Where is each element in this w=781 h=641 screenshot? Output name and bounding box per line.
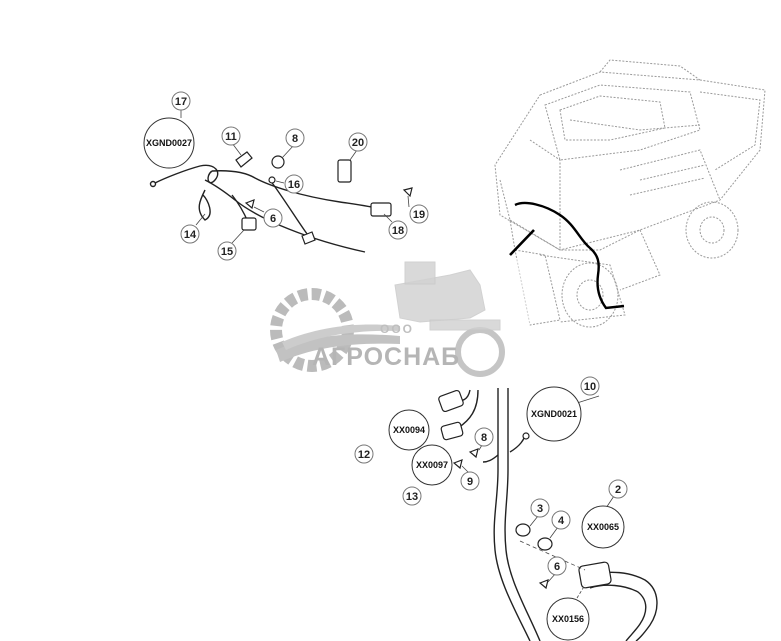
svg-text:XX0065: XX0065 — [587, 522, 619, 532]
svg-text:10: 10 — [584, 381, 596, 393]
svg-text:XX0094: XX0094 — [393, 425, 425, 435]
callout-numbers: 17 11 8 20 16 19 18 14 — [171, 91, 628, 576]
callout-15: 15 — [217, 241, 237, 261]
gear-logo-icon — [270, 288, 400, 372]
connector-xx0156: XX0156 — [546, 597, 590, 641]
svg-text:13: 13 — [406, 491, 418, 503]
svg-text:17: 17 — [175, 96, 187, 108]
callout-11: 11 — [221, 126, 241, 146]
svg-text:19: 19 — [413, 209, 425, 221]
svg-text:XX0097: XX0097 — [416, 460, 448, 470]
svg-text:XGND0027: XGND0027 — [146, 138, 192, 148]
callout-17: 17 — [171, 91, 191, 111]
svg-text:АГРОСНАБ: АГРОСНАБ — [312, 343, 460, 371]
callout-20: 20 — [348, 132, 368, 152]
callout-9: 9 — [460, 471, 480, 491]
svg-text:15: 15 — [221, 246, 233, 258]
svg-text:XGND0021: XGND0021 — [531, 409, 577, 419]
svg-text:11: 11 — [225, 131, 237, 143]
upper-parts — [235, 151, 413, 245]
watermark: ООО АГРОСНАБ — [245, 258, 530, 386]
svg-text:6: 6 — [554, 561, 560, 573]
callout-13: 13 — [402, 486, 422, 506]
svg-text:4: 4 — [558, 515, 565, 527]
callout-2: 2 — [608, 479, 628, 499]
highlighted-harness-branch — [509, 229, 535, 256]
callout-8-lower: 8 — [474, 427, 494, 447]
svg-text:8: 8 — [292, 133, 298, 145]
svg-text:8: 8 — [481, 432, 487, 444]
callout-8-upper: 8 — [285, 128, 305, 148]
svg-text:XX0156: XX0156 — [552, 614, 584, 624]
svg-text:2: 2 — [615, 484, 621, 496]
svg-text:ООО: ООО — [380, 322, 414, 336]
connector-xx0065: XX0065 — [581, 505, 625, 549]
connector-xgnd0027: XGND0027 — [143, 117, 195, 169]
callout-14: 14 — [180, 224, 200, 244]
callout-16: 16 — [284, 174, 304, 194]
callout-6-lower: 6 — [547, 556, 567, 576]
svg-text:12: 12 — [358, 449, 370, 461]
connector-xx0097: XX0097 — [411, 444, 453, 486]
callout-10: 10 — [580, 376, 600, 396]
harvester-logo-icon — [394, 261, 505, 377]
connector-xgnd0021: XGND0021 — [526, 386, 582, 442]
svg-text:6: 6 — [270, 213, 276, 225]
svg-text:9: 9 — [467, 476, 473, 488]
svg-text:14: 14 — [184, 229, 197, 241]
svg-text:3: 3 — [537, 503, 543, 515]
highlighted-harness — [514, 201, 625, 310]
callout-6-upper: 6 — [263, 208, 283, 228]
svg-text:16: 16 — [288, 179, 300, 191]
callout-18: 18 — [388, 220, 408, 240]
callout-3: 3 — [530, 498, 550, 518]
callout-4: 4 — [551, 510, 571, 530]
svg-text:18: 18 — [392, 225, 404, 237]
harvester-illustration — [494, 59, 766, 328]
callout-12: 12 — [354, 444, 374, 464]
callout-19: 19 — [409, 204, 429, 224]
lower-parts — [438, 389, 612, 590]
connector-xx0094: XX0094 — [388, 409, 430, 451]
svg-text:20: 20 — [352, 137, 364, 149]
connector-labels: XGND0027 XGND0021 XX0094 XX0097 XX0065 X… — [143, 117, 625, 641]
